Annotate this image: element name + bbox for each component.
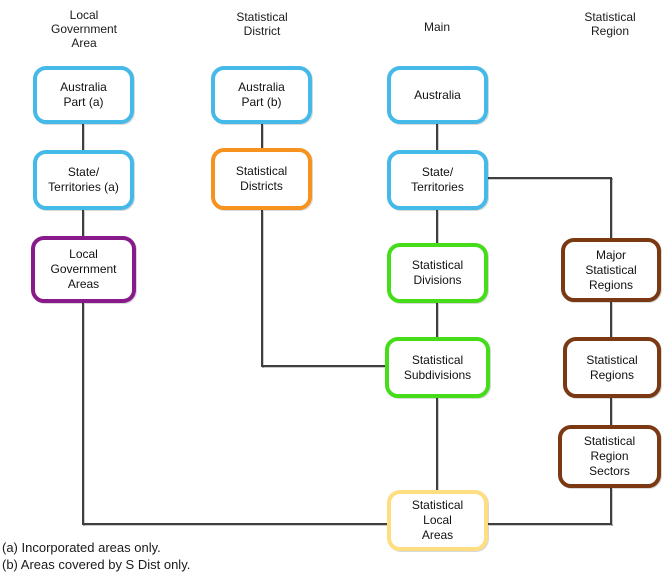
connector-main-3 xyxy=(436,303,438,337)
box-statistical-subdivisions: Statistical Subdivisions xyxy=(385,337,490,398)
connector-states-to-region xyxy=(487,177,612,179)
box-statistical-districts: Statistical Districts xyxy=(211,148,312,210)
connector-sdist-1 xyxy=(261,124,263,148)
box-state-territories-label: State/ Territories xyxy=(411,165,464,194)
box-statistical-local-areas: Statistical Local Areas xyxy=(387,490,488,551)
box-australia: Australia xyxy=(387,66,488,124)
connector-main-4 xyxy=(436,398,438,490)
box-statistical-regions: Statistical Regions xyxy=(563,337,661,398)
column-header-local-government-area: Local Government Area xyxy=(50,8,118,50)
box-major-statistical-regions: Major Statistical Regions xyxy=(561,238,661,302)
box-statistical-local-areas-label: Statistical Local Areas xyxy=(411,498,464,542)
connector-main-2 xyxy=(436,210,438,243)
box-australia-label: Australia xyxy=(414,87,461,102)
box-statistical-regions-label: Statistical Regions xyxy=(586,352,638,382)
connector-sectors-to-sla xyxy=(488,523,612,525)
connector-region-down-4 xyxy=(610,488,612,525)
box-australia-part-b: Australia Part (b) xyxy=(211,66,312,124)
box-state-territories: State/ Territories xyxy=(387,150,488,210)
box-state-territories-a-label: State/ Territories (a) xyxy=(48,165,119,194)
column-header-main: Main xyxy=(423,20,450,34)
connector-region-down-2 xyxy=(610,302,612,337)
box-statistical-divisions-label: Statistical Divisions xyxy=(411,258,464,287)
column-header-statistical-district: Statistical District xyxy=(236,10,288,38)
box-local-government-areas-label: Local Government Areas xyxy=(50,247,117,291)
box-statistical-divisions: Statistical Divisions xyxy=(387,243,488,303)
box-australia-part-a-label: Australia Part (a) xyxy=(60,80,107,109)
connector-region-down-1 xyxy=(610,177,612,238)
column-header-statistical-region: Statistical Region xyxy=(584,10,636,38)
connector-lga-1 xyxy=(82,124,84,150)
box-major-statistical-regions-label: Major Statistical Regions xyxy=(585,247,637,292)
box-statistical-subdivisions-label: Statistical Subdivisions xyxy=(403,352,472,382)
connector-lga-to-sla xyxy=(82,523,387,525)
box-local-government-areas: Local Government Areas xyxy=(31,236,136,303)
box-state-territories-a: State/ Territories (a) xyxy=(33,150,134,210)
box-australia-part-b-label: Australia Part (b) xyxy=(238,80,285,109)
box-statistical-region-sectors-label: Statistical Region Sectors xyxy=(583,434,636,478)
footnotes: (a) Incorporated areas only. (b) Areas c… xyxy=(2,539,190,573)
box-statistical-districts-label: Statistical Districts xyxy=(235,164,288,193)
box-australia-part-a: Australia Part (a) xyxy=(33,66,134,124)
connector-region-down-3 xyxy=(610,398,612,425)
connector-sdist-to-subdivisions xyxy=(261,365,385,367)
footnote-a: (a) Incorporated areas only. xyxy=(2,540,161,555)
box-statistical-region-sectors: Statistical Region Sectors xyxy=(558,425,661,488)
connector-main-1 xyxy=(436,124,438,150)
connector-sdist-down xyxy=(261,210,263,367)
connector-lga-2 xyxy=(82,210,84,236)
connector-lga-down xyxy=(82,303,84,525)
footnote-b: (b) Areas covered by S Dist only. xyxy=(2,557,191,572)
